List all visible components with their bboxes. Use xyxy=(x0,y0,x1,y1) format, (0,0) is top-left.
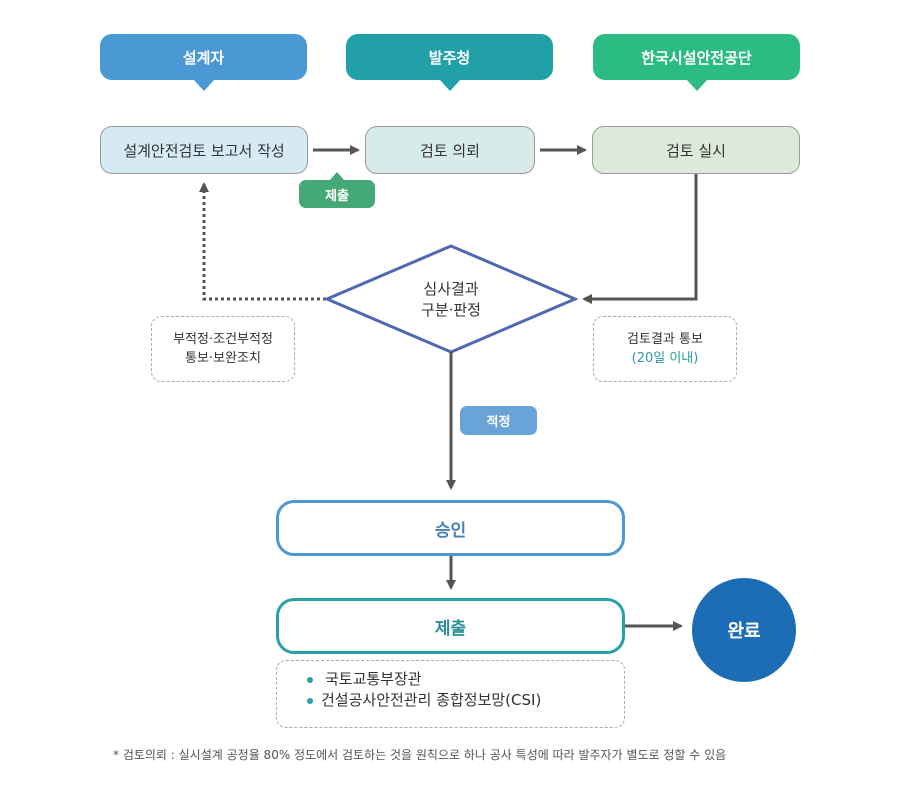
dotted-arrow-decision-to-step1 xyxy=(199,182,326,301)
role-designer: 설계자 xyxy=(100,34,307,91)
role-client: 발주청 xyxy=(346,34,553,91)
rejection-note-line1: 부적정·조건부적정 xyxy=(173,332,273,347)
rejection-note: 부적정·조건부적정 통보·보완조치 xyxy=(151,316,295,382)
role-safety-agency-label: 한국시설안전공단 xyxy=(641,48,752,67)
decision-line1: 심사결과 xyxy=(423,280,479,298)
role-client-label: 발주청 xyxy=(428,48,471,67)
complete-label: 완료 xyxy=(727,621,761,642)
result-notice-line1: 검토결과 통보 xyxy=(627,332,703,347)
decision-text: 심사결과 구분·판정 xyxy=(376,278,526,322)
approve-tag: 적정 xyxy=(460,406,537,435)
result-notice-note: 검토결과 통보 (20일 이내) xyxy=(593,316,737,382)
approve-tag-label: 적정 xyxy=(486,415,511,430)
complete-circle: 완료 xyxy=(692,578,796,682)
approval-box: 승인 xyxy=(276,500,625,556)
role-safety-agency: 한국시설안전공단 xyxy=(593,34,800,91)
result-notice-line2: (20일 이내) xyxy=(631,351,699,366)
step-request-review-label: 검토 의뢰 xyxy=(420,141,480,160)
footnote: * 검토의뢰 : 실시설계 공정율 80% 정도에서 검토하는 것을 원칙으로 … xyxy=(113,748,727,762)
approval-label: 승인 xyxy=(434,520,467,541)
submission-target-item: 건설공사안전관리 종합정보망(CSI) xyxy=(307,690,624,711)
submit-tag-label: 제출 xyxy=(325,188,349,204)
step-conduct-review-label: 검토 실시 xyxy=(666,141,726,160)
role-designer-label: 설계자 xyxy=(182,48,225,67)
step-request-review: 검토 의뢰 xyxy=(365,126,535,174)
step-write-report-label: 설계안전검토 보고서 작성 xyxy=(123,141,285,160)
decision-line2: 구분·판정 xyxy=(421,301,481,319)
step-conduct-review: 검토 실시 xyxy=(592,126,800,174)
submission-target-item: 국토교통부장관 xyxy=(307,669,624,690)
submit-tag: 제출 xyxy=(299,172,375,208)
submission-targets: 국토교통부장관 건설공사안전관리 종합정보망(CSI) xyxy=(276,660,625,728)
submission-box: 제출 xyxy=(276,598,625,654)
step-write-report: 설계안전검토 보고서 작성 xyxy=(100,126,308,174)
rejection-note-line2: 통보·보완조치 xyxy=(185,351,261,366)
arrow-step3-to-decision xyxy=(582,174,698,304)
submission-label: 제출 xyxy=(434,618,467,639)
